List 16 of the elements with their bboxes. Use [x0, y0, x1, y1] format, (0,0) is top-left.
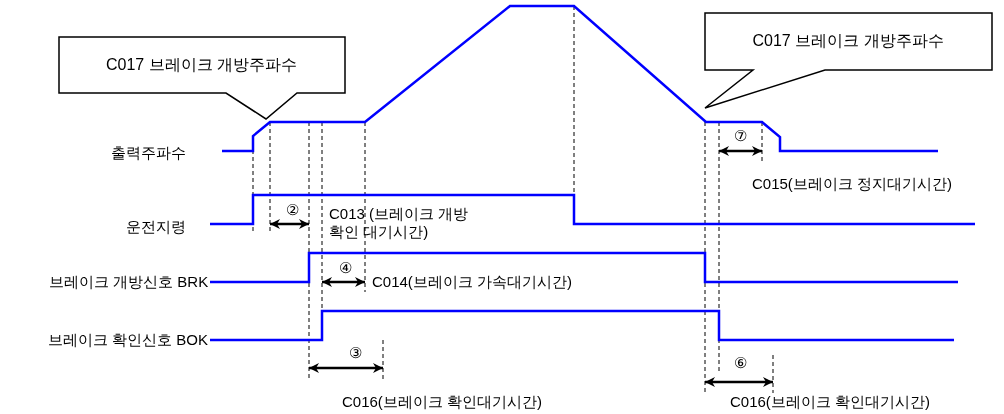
- signal-name: 브레이크 개방신호 BRK: [49, 273, 209, 291]
- callout-number: ⑥: [733, 354, 747, 372]
- callout-text: C017 브레이크 개방주파수: [751, 31, 945, 51]
- parameter-label: C016(브레이크 확인대기시간): [730, 393, 931, 411]
- parameter-label: C015(브레이크 정지대기시간): [752, 175, 953, 193]
- callout-text: C017 브레이크 개방주파수: [104, 54, 299, 75]
- parameter-label: C016(브레이크 확인대기시간): [342, 393, 543, 411]
- signal-name: 출력주파수: [111, 144, 186, 162]
- callout-number: ④: [338, 259, 352, 277]
- signal-name: 운전지령: [126, 218, 186, 236]
- callout-number: ③: [348, 344, 362, 362]
- parameter-label: C013 (브레이크 개방확인 대기시간): [329, 205, 470, 241]
- parameter-label: C014(브레이크 가속대기시간): [372, 273, 573, 291]
- callout-number: ②: [285, 201, 299, 219]
- callout-number: ⑦: [733, 127, 747, 145]
- signal-name: 브레이크 확인신호 BOK: [48, 331, 208, 349]
